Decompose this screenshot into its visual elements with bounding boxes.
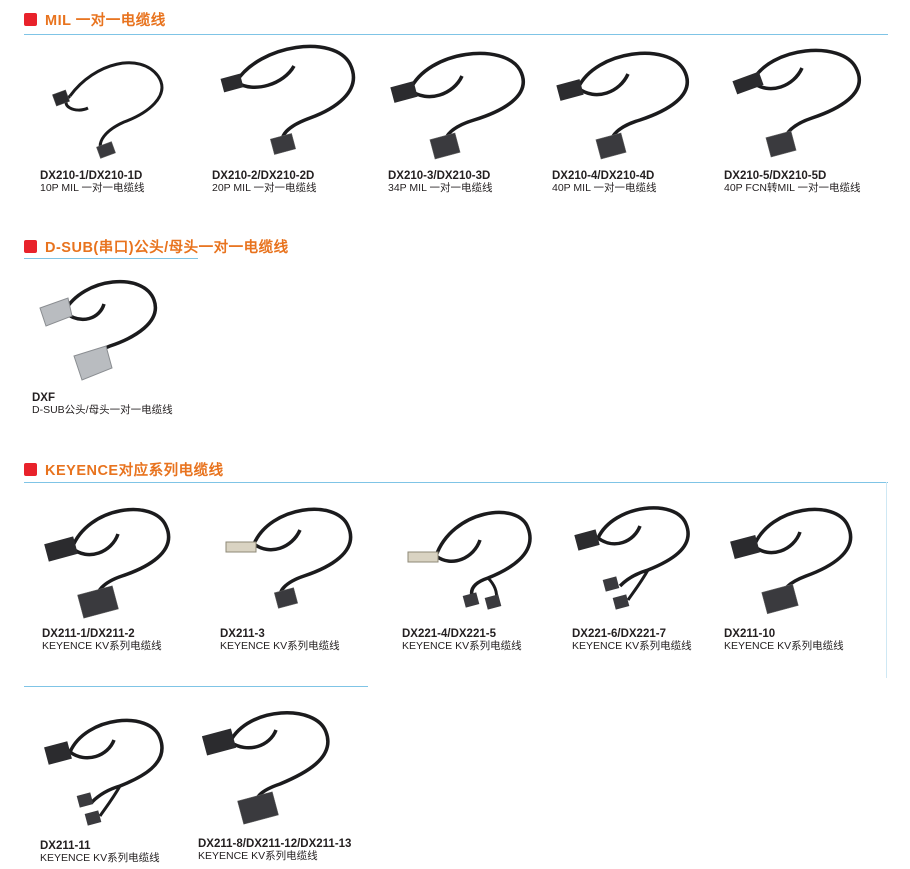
keyence-ribbon-cable-icon (225, 507, 353, 609)
product-desc: KEYENCE KV系列电缆线 (402, 640, 522, 652)
section-divider (24, 482, 888, 483)
product-desc: KEYENCE KV系列电缆线 (572, 640, 692, 652)
product-model: DXF (32, 392, 55, 404)
mil-34p-cable-icon (390, 51, 525, 160)
mil-10p-cable-icon (52, 61, 164, 159)
product-desc: 40P MIL 一对一电缆线 (552, 182, 657, 194)
product-desc: KEYENCE KV系列电缆线 (724, 640, 844, 652)
product-model: DX211-3 (220, 628, 265, 640)
product-desc: 34P MIL 一对一电缆线 (388, 182, 493, 194)
section-divider (24, 34, 888, 35)
product-card[interactable]: DX210-2/DX210-2D 20P MIL 一对一电缆线 (212, 36, 364, 194)
keyence-cable-icon (44, 507, 171, 619)
keyence-cable-icon (730, 507, 853, 615)
product-card[interactable]: DX210-3/DX210-3D 34P MIL 一对一电缆线 (388, 40, 538, 194)
product-card[interactable]: DX211-1/DX211-2 KEYENCE KV系列电缆线 (42, 500, 182, 652)
product-model: DX221-4/DX221-5 (402, 628, 496, 640)
product-model: DX221-6/DX221-7 (572, 628, 666, 640)
product-model: DX210-2/DX210-2D (212, 170, 315, 182)
product-desc: KEYENCE KV系列电缆线 (42, 640, 162, 652)
section-marker-icon (24, 463, 37, 476)
product-desc: KEYENCE KV系列电缆线 (198, 850, 318, 862)
keyence-cable-icon (201, 711, 330, 825)
product-desc: D-SUB公头/母头一对一电缆线 (32, 404, 173, 416)
product-card[interactable]: DX211-10 KEYENCE KV系列电缆线 (724, 500, 864, 652)
keyence-ribbon-split-cable-icon (407, 510, 532, 610)
product-model: DX210-3/DX210-3D (388, 170, 491, 182)
section-title: KEYENCE对应系列电缆线 (45, 463, 224, 479)
product-card[interactable]: DX210-4/DX210-4D 40P MIL 一对一电缆线 (552, 40, 702, 194)
product-desc: KEYENCE KV系列电缆线 (40, 852, 160, 864)
product-model: DX211-8/DX211-12/DX211-13 (198, 838, 352, 850)
dsub-cable-icon (39, 279, 158, 381)
section-marker-icon (24, 13, 37, 26)
section-title: D-SUB(串口)公头/母头一对一电缆线 (45, 240, 289, 256)
product-card[interactable]: DXF D-SUB公头/母头一对一电缆线 (32, 276, 174, 416)
section-border (886, 482, 887, 678)
section-title: MIL 一对一电缆线 (45, 13, 166, 29)
product-desc: 10P MIL 一对一电缆线 (40, 182, 145, 194)
section-divider (24, 258, 198, 259)
product-model: DX210-5/DX210-5D (724, 170, 827, 182)
fcn-mil-40p-cable-icon (732, 48, 861, 158)
product-desc: 40P FCN转MIL 一对一电缆线 (724, 182, 861, 194)
product-card[interactable]: DX210-1/DX210-1D 10P MIL 一对一电缆线 (40, 48, 180, 194)
mil-20p-cable-icon (220, 44, 356, 155)
row-divider (24, 686, 368, 687)
product-card[interactable]: DX211-11 KEYENCE KV系列电缆线 (40, 712, 180, 864)
product-model: DX210-4/DX210-4D (552, 170, 655, 182)
product-model: DX210-1/DX210-1D (40, 170, 143, 182)
product-desc: KEYENCE KV系列电缆线 (220, 640, 340, 652)
keyence-split-cable-icon (44, 718, 164, 826)
product-model: DX211-11 (40, 840, 91, 852)
product-card[interactable]: DX221-6/DX221-7 KEYENCE KV系列电缆线 (572, 500, 712, 652)
product-desc: 20P MIL 一对一电缆线 (212, 182, 317, 194)
product-model: DX211-10 (724, 628, 776, 640)
product-card[interactable]: DX211-3 KEYENCE KV系列电缆线 (220, 500, 360, 652)
product-card[interactable]: DX210-5/DX210-5D 40P FCN转MIL 一对一电缆线 (724, 40, 874, 194)
product-card[interactable]: DX211-8/DX211-12/DX211-13 KEYENCE KV系列电缆… (198, 708, 351, 862)
product-model: DX211-1/DX211-2 (42, 628, 135, 640)
section-marker-icon (24, 240, 37, 253)
product-card[interactable]: DX221-4/DX221-5 KEYENCE KV系列电缆线 (402, 500, 542, 652)
keyence-split-cable-icon (574, 506, 690, 610)
mil-40p-cable-icon (556, 51, 689, 160)
